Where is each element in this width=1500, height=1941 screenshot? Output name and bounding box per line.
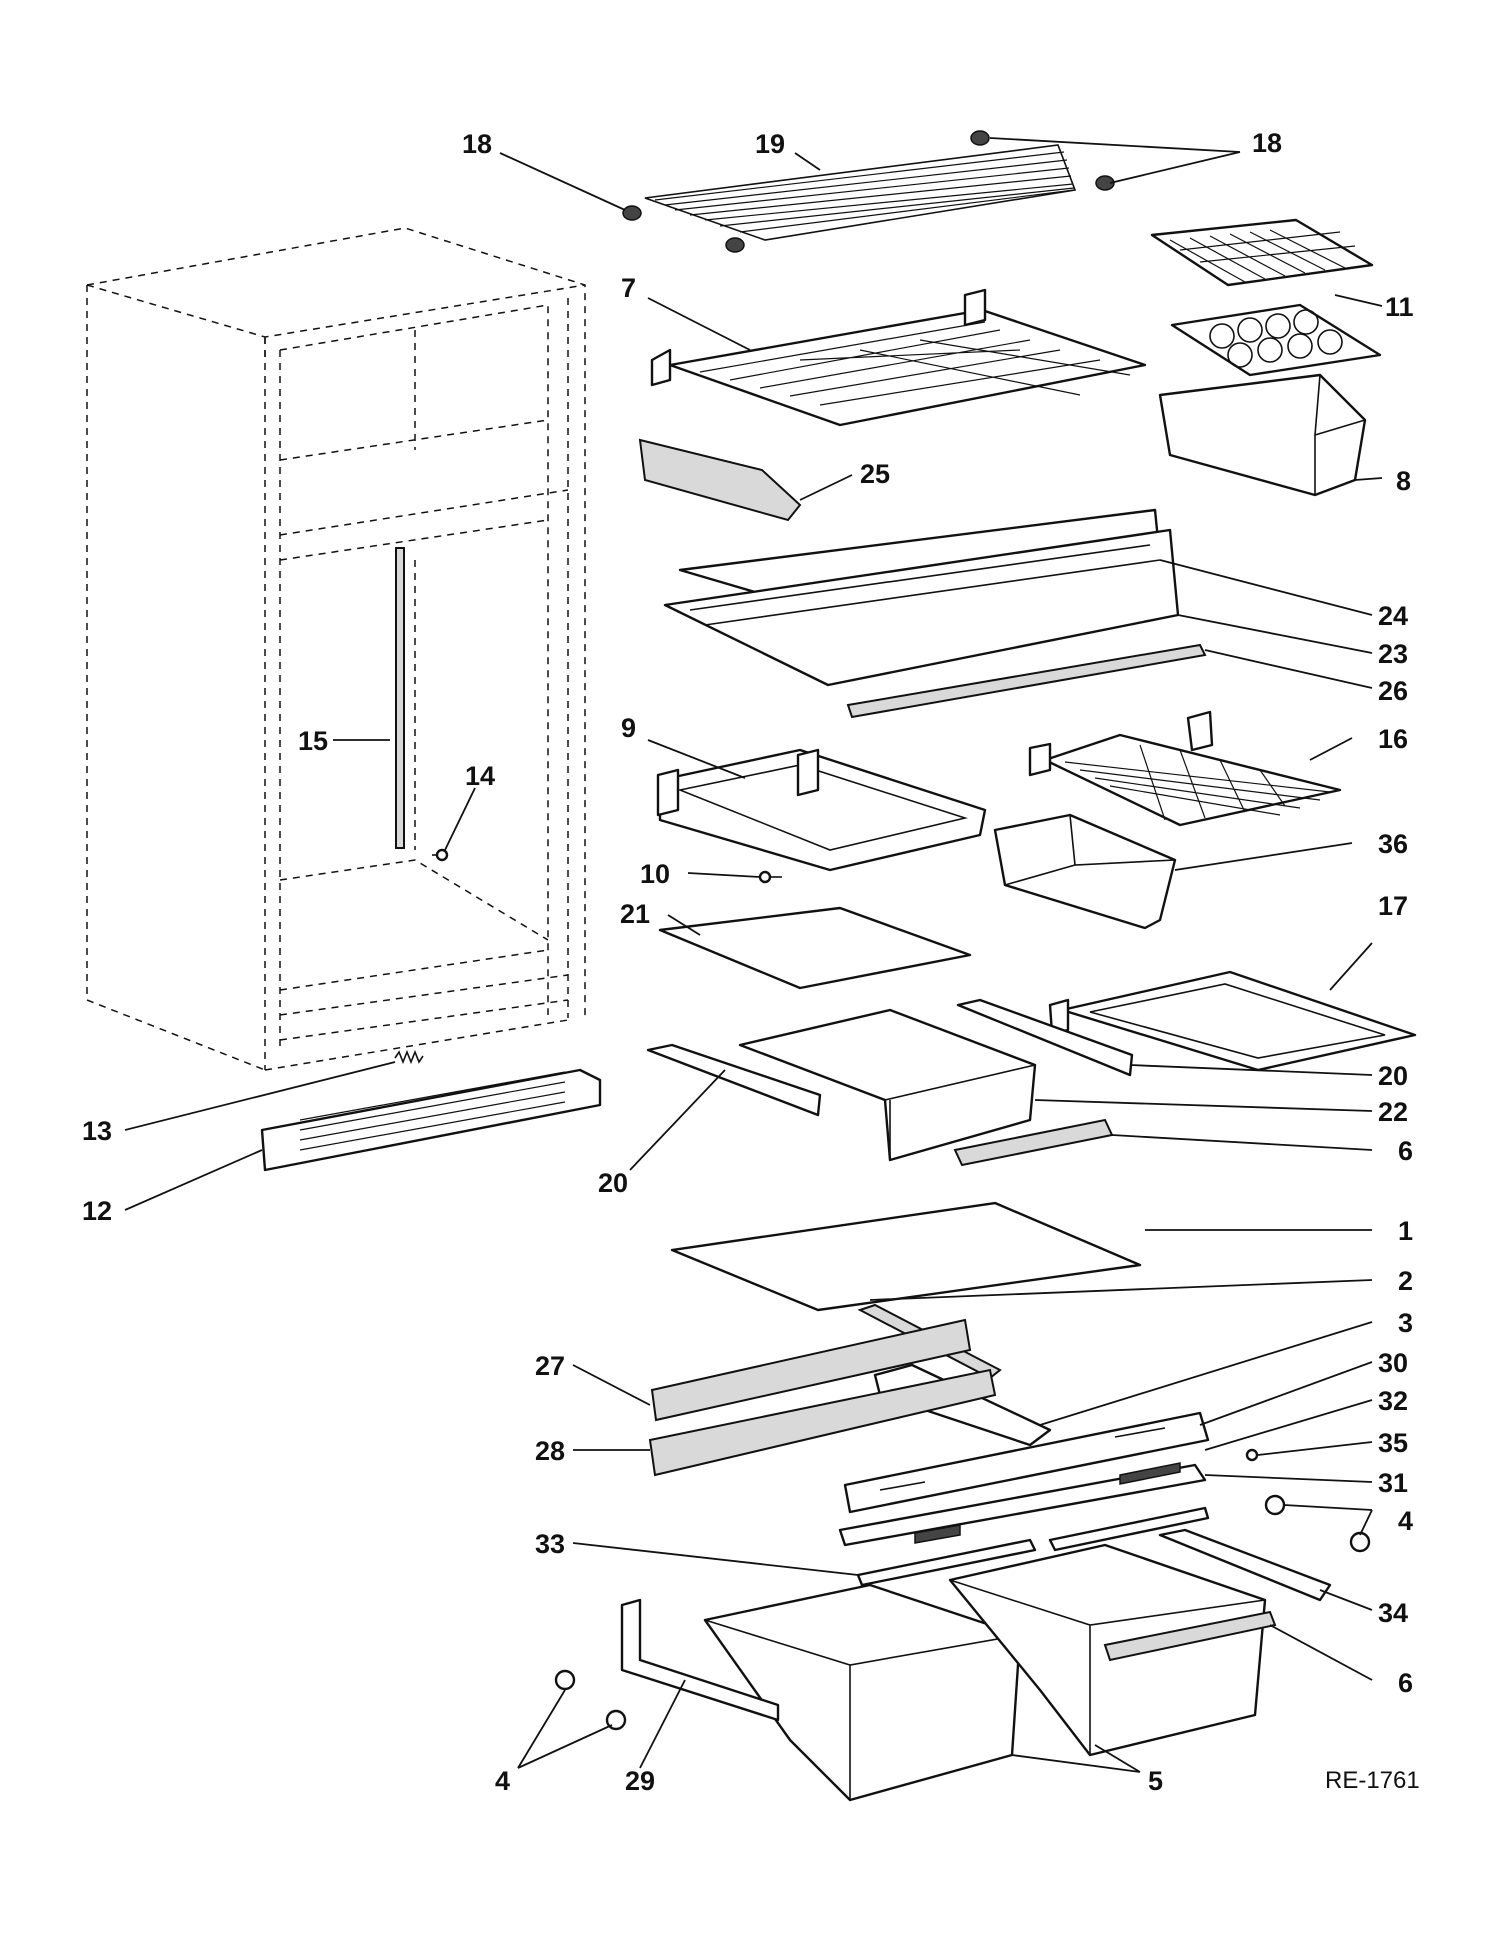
part-33-rail: [856, 1506, 1210, 1587]
callout-33: 33: [535, 1529, 565, 1559]
callout-17: 17: [1378, 891, 1408, 921]
part-19-wire-shelf: [644, 144, 1077, 241]
callout-16: 16: [1378, 724, 1408, 754]
callout-9: 9: [621, 713, 636, 743]
part-1-crisper-cover-glass: [670, 1201, 1142, 1312]
callout-13: 13: [82, 1116, 112, 1146]
callout-4: 4: [495, 1766, 510, 1796]
callout-6: 6: [1398, 1136, 1413, 1166]
callout-1: 1: [1398, 1216, 1413, 1246]
callout-19: 19: [755, 129, 785, 159]
leader-lines: [124, 137, 1383, 1773]
callout-18: 18: [462, 129, 492, 159]
callout-31: 31: [1378, 1468, 1408, 1498]
part-36-bin: [993, 813, 1177, 930]
reference-code: RE-1761: [1325, 1767, 1420, 1794]
callout-34: 34: [1378, 1598, 1408, 1628]
callout-5: 5: [1148, 1766, 1163, 1796]
part-35-screw: [1245, 1448, 1259, 1462]
callout-6: 6: [1398, 1668, 1413, 1698]
callout-26: 26: [1378, 676, 1408, 706]
part-7-freezer-shelf: [650, 288, 1147, 427]
part-13-spring: [394, 1049, 424, 1065]
part-16-wire-shelf: [1028, 710, 1342, 827]
callout-3: 3: [1398, 1308, 1413, 1338]
part-18-clips: [622, 130, 1115, 253]
part-10-screw: [758, 870, 782, 884]
part-11-ice-and-egg-trays: [1150, 218, 1382, 377]
callout-23: 23: [1378, 639, 1408, 669]
callout-labels: 18 19 18 7 11 25 8 24 23 26 9 16 15 14 1…: [82, 128, 1414, 1796]
part-5-crisper-drawers: [703, 1543, 1267, 1802]
callout-18: 18: [1252, 128, 1282, 158]
part-8-freezer-bin: [1158, 373, 1367, 497]
callout-8: 8: [1396, 466, 1411, 496]
part-26-shelf-trim: [846, 643, 1207, 719]
callout-27: 27: [535, 1351, 565, 1381]
callout-10: 10: [640, 859, 670, 889]
part-9-shelf-frame: [656, 748, 987, 872]
cabinet-outline: [86, 227, 586, 1071]
callout-25: 25: [860, 459, 890, 489]
part-28-rail: [648, 1368, 997, 1477]
part-27-rail: [650, 1318, 972, 1422]
part-12-toe-grille: [260, 1068, 602, 1172]
part-6-rail-lower: [1103, 1610, 1277, 1662]
callout-22: 22: [1378, 1097, 1408, 1127]
part-20-slide-rails: [646, 998, 1134, 1117]
callout-20: 20: [598, 1168, 628, 1198]
callout-14: 14: [465, 761, 495, 791]
part-22-drawer: [738, 1008, 1037, 1162]
callout-15: 15: [298, 726, 328, 756]
callout-24: 24: [1378, 601, 1408, 631]
callout-30: 30: [1378, 1348, 1408, 1378]
part-34-slide: [1158, 1528, 1332, 1602]
callout-11: 11: [1385, 292, 1414, 322]
part-21-glass-panel: [658, 906, 972, 990]
callout-20: 20: [1378, 1061, 1408, 1091]
callout-21: 21: [620, 899, 650, 929]
callout-12: 12: [82, 1196, 112, 1226]
callout-7: 7: [621, 273, 636, 303]
callout-36: 36: [1378, 829, 1408, 859]
part-29-bracket: [620, 1598, 780, 1722]
callout-29: 29: [625, 1766, 655, 1796]
callout-28: 28: [535, 1436, 565, 1466]
callout-2: 2: [1398, 1266, 1413, 1296]
part-14-screw: [432, 848, 449, 862]
part-30-cover-front: [843, 1411, 1210, 1514]
part-15-shelf-ladder: [395, 547, 405, 849]
part-25-shelf-trim: [638, 438, 802, 522]
part-31-trim: [838, 1462, 1207, 1547]
callout-32: 32: [1378, 1386, 1408, 1416]
callout-35: 35: [1378, 1428, 1408, 1458]
part-17-shelf: [1048, 970, 1417, 1072]
callout-4: 4: [1398, 1506, 1413, 1536]
